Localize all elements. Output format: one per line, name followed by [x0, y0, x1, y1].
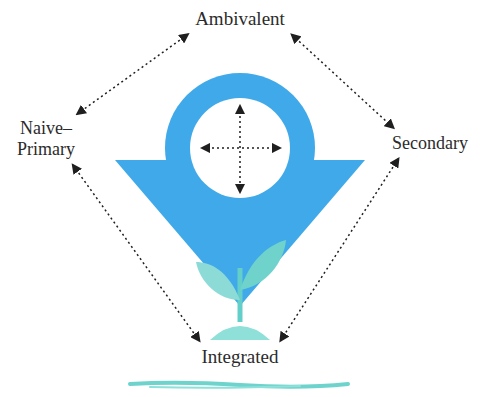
stage-name: Naive– Primary	[15, 118, 77, 159]
seedling-stem	[238, 268, 243, 322]
stage-name: Integrated	[201, 346, 278, 368]
brush-underline-stroke	[150, 386, 300, 388]
dotted-connector	[280, 159, 398, 341]
pin-hole	[190, 98, 290, 198]
brush-underline	[130, 383, 348, 387]
soil-mound	[210, 326, 270, 340]
stage-label: Ambivalent	[191, 6, 289, 32]
stage-label: Secondary	[388, 131, 472, 156]
dotted-connector	[292, 35, 394, 128]
horizontal-cross-arrow	[202, 147, 280, 149]
stage-name: Ambivalent	[195, 8, 285, 30]
dotted-connector	[77, 34, 188, 114]
stage-name: Secondary	[392, 133, 468, 154]
vertical-cross-arrow	[239, 106, 241, 192]
stage-label: Naive– Primary	[11, 116, 81, 161]
seedling-right-leaf	[240, 240, 286, 290]
dotted-connector	[73, 165, 200, 341]
stage-label: Integrated	[197, 344, 282, 370]
seedling-left-leaf	[196, 262, 240, 300]
